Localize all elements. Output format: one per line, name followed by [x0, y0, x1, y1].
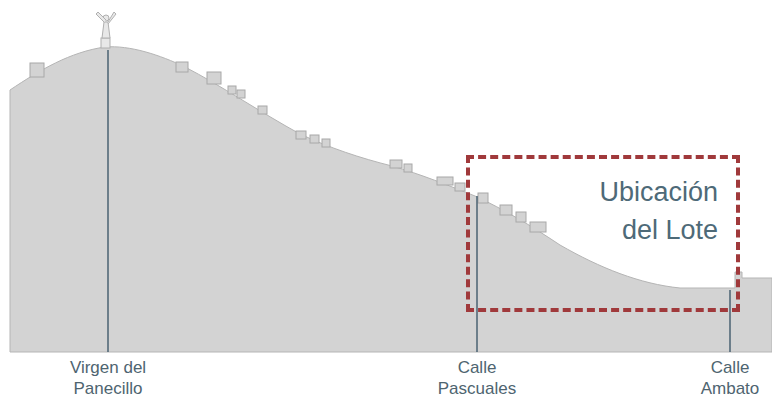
- place-label: Calle Ambato: [692, 357, 768, 399]
- reference-lines: [108, 50, 730, 352]
- lot-outline: Ubicación del Lote: [466, 155, 740, 312]
- hill-section: [10, 47, 772, 352]
- place-label: Calle Pascuales: [427, 357, 527, 399]
- place-label: Virgen del Panecillo: [52, 357, 164, 399]
- virgin-statue: [96, 12, 116, 48]
- lot-title: Ubicación del Lote: [570, 173, 718, 249]
